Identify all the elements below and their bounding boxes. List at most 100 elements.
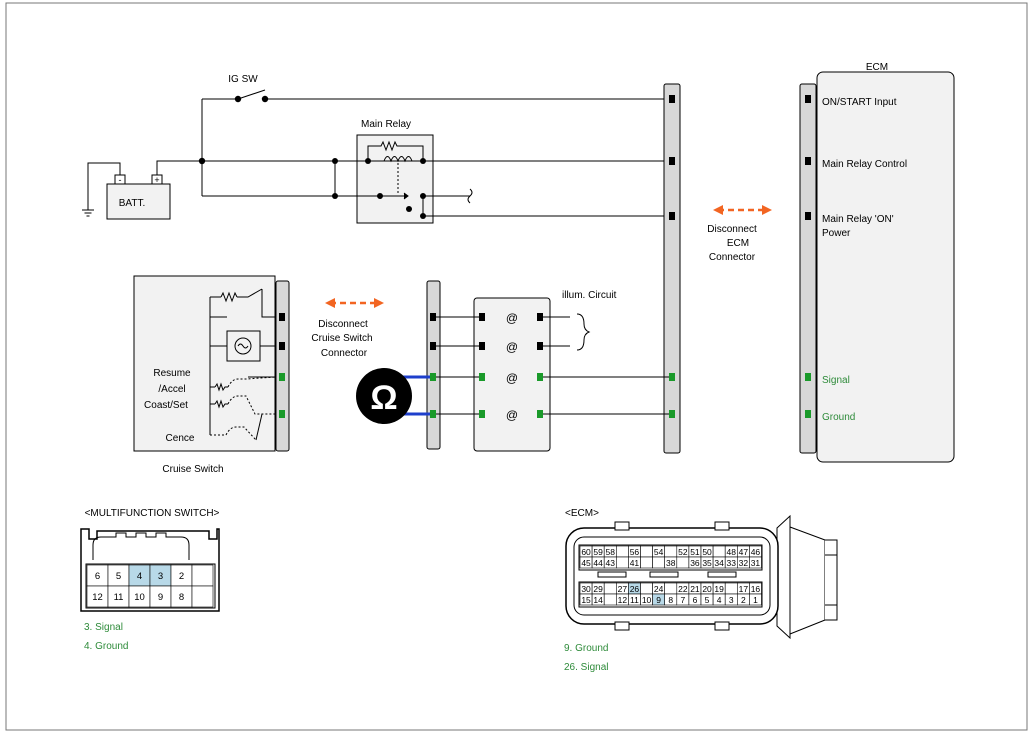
ecm-pin-6-label: 6 — [693, 595, 698, 605]
ecm-pin-blank-cell — [640, 545, 653, 558]
disconnect-ecm-label-1: Disconnect — [707, 224, 757, 235]
ecm-pin-blank-cell — [603, 582, 617, 595]
svg-text:@: @ — [506, 340, 518, 354]
mfs-legend-ground: 4. Ground — [84, 641, 128, 652]
cruise-switch-connector — [275, 280, 290, 452]
ecm-pin-blank-cell — [724, 582, 738, 595]
ecm-pin-31-label: 31 — [751, 558, 761, 568]
mfs-pin-blank-cell — [191, 585, 214, 608]
mfs-legend-signal: 3. Signal — [84, 622, 123, 633]
cruise-harness-connector — [426, 280, 441, 450]
disconnect-cruise-label-2: Cruise Switch — [311, 333, 372, 344]
mfs-pin-12-label: 12 — [92, 592, 103, 603]
ecm-pin-blank-cell — [640, 582, 653, 595]
ohmmeter-icon — [356, 368, 412, 424]
ecm-legend-ground: 9. Ground — [564, 643, 608, 654]
mfs-pin-2-label: 2 — [179, 571, 184, 582]
resume-label-1: Resume — [153, 368, 191, 379]
ecm-pin-blank-cell — [712, 545, 726, 558]
ecm-pin-41-label: 41 — [630, 558, 640, 568]
illum-brace — [576, 313, 591, 351]
ecm-pin-47-label: 47 — [739, 547, 749, 557]
ecm-connector-title: <ECM> — [565, 508, 599, 519]
ground-symbol — [82, 209, 94, 217]
svg-text:@: @ — [506, 408, 518, 422]
ecm-pin-56-label: 56 — [630, 547, 640, 557]
ecm-pin-11-label: 11 — [630, 595, 639, 605]
ecm-pin-35-label: 35 — [702, 558, 712, 568]
mfs-pin-blank-cell — [191, 564, 214, 587]
ecm-pin-blank-cell — [652, 556, 665, 569]
frame-border — [5, 2, 1028, 731]
ecm-signal-label: Signal — [822, 375, 850, 386]
cruise-switch-box — [133, 275, 276, 452]
svg-text:@: @ — [506, 311, 518, 325]
ecm-pin-10-label: 10 — [642, 595, 652, 605]
mfs-pin-4-label: 4 — [137, 571, 142, 582]
ecm-pin-22-label: 22 — [678, 584, 688, 594]
ecm-pin-21-label: 21 — [690, 584, 700, 594]
ecm-pin-24-label: 24 — [654, 584, 664, 594]
ecm-pin-1-label: 1 — [753, 595, 758, 605]
ecm-pin-36-label: 36 — [690, 558, 700, 568]
mfs-pin-10-label: 10 — [134, 592, 145, 603]
ohm-symbol: Ω — [370, 379, 397, 417]
coast-set-label: Coast/Set — [144, 400, 188, 411]
ecm-pin-7-label: 7 — [680, 595, 685, 605]
main-relay-label: Main Relay — [361, 119, 411, 130]
cence-label: Cence — [166, 433, 195, 444]
mfs-pin-6-label: 6 — [95, 571, 100, 582]
disconnect-cruise-label-1: Disconnect — [318, 319, 368, 330]
ecm-pin-58-label: 58 — [606, 547, 616, 557]
ecm-main-relay-control-label: Main Relay Control — [822, 159, 907, 170]
ecm-title: ECM — [866, 62, 888, 73]
ecm-pin-51-label: 51 — [690, 547, 700, 557]
ecm-pin-26-label: 26 — [630, 584, 640, 594]
mfs-pin-9-label: 9 — [158, 592, 163, 603]
ecm-pin-1-cell — [749, 593, 762, 606]
ecm-pin-30-label: 30 — [581, 584, 591, 594]
ecm-pin-2-label: 2 — [741, 595, 746, 605]
ig-switch-blade — [237, 89, 266, 100]
ecm-pin-54-label: 54 — [654, 547, 664, 557]
ecm-pin-blank-cell — [603, 593, 617, 606]
ecm-pin-blank-cell — [664, 582, 678, 595]
ecm-pin-9-label: 9 — [656, 595, 661, 605]
ecm-connector-strip — [799, 83, 817, 454]
cruise-switch-label: Cruise Switch — [162, 464, 223, 475]
ecm-main-relay-power-label: Power — [822, 228, 851, 239]
ecm-pin-12-label: 12 — [618, 595, 628, 605]
ecm-pin-blank-cell — [640, 556, 653, 569]
disconnect-ecm-label-3: Connector — [709, 252, 756, 263]
ecm-pin-32-label: 32 — [739, 558, 749, 568]
ecm-pin-50-label: 50 — [702, 547, 712, 557]
ecm-pin-14-label: 14 — [593, 595, 603, 605]
ecm-pin-52-label: 52 — [678, 547, 688, 557]
ecm-pin-blank-cell — [664, 545, 678, 558]
ecm-pin-59-label: 59 — [593, 547, 603, 557]
ecm-pin-34-label: 34 — [714, 558, 724, 568]
ecm-pin-29-label: 29 — [593, 584, 603, 594]
ecm-on-start-label: ON/START Input — [822, 97, 897, 108]
battery-negative-label: - — [119, 175, 122, 185]
ecm-pin-44-label: 44 — [593, 558, 603, 568]
ecm-pin-blank-cell — [676, 556, 690, 569]
ecm-pin-5-label: 5 — [705, 595, 710, 605]
disconnect-ecm-label-2: ECM — [727, 238, 749, 249]
ecm-pin-60-label: 60 — [581, 547, 591, 557]
ecm-pin-45-label: 45 — [581, 558, 591, 568]
ecm-pin-3-label: 3 — [729, 595, 734, 605]
ecm-pin-38-label: 38 — [666, 558, 676, 568]
illum-circuit-label: illum. Circuit — [562, 290, 617, 301]
mfs-pin-3-label: 3 — [158, 571, 163, 582]
ig-switch-label: IG SW — [228, 74, 258, 85]
ecm-harness-connector — [663, 83, 681, 454]
ecm-connector-body — [565, 514, 838, 640]
ecm-pin-blank-cell — [615, 545, 629, 558]
ecm-ground-label: Ground — [822, 412, 855, 423]
svg-text:@: @ — [506, 371, 518, 385]
mfs-pin-5-label: 5 — [116, 571, 121, 582]
